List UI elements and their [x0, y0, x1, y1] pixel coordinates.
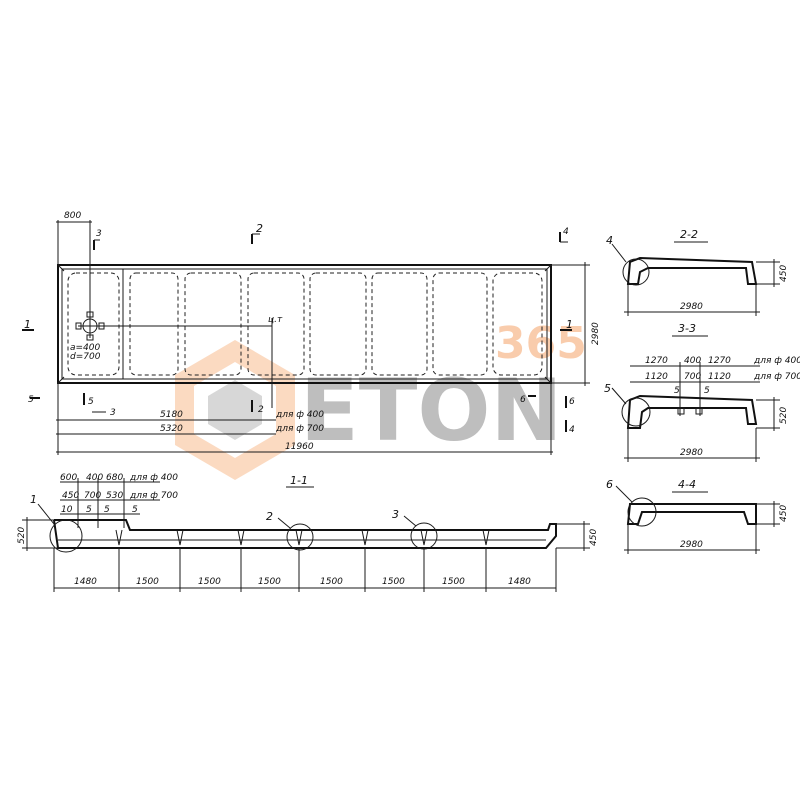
- callout-circle-4: [622, 258, 650, 286]
- mark-3-bottom: 3: [110, 408, 116, 418]
- plan-panels: [67, 272, 543, 376]
- sec33-width: 2980: [680, 448, 703, 458]
- callout-circle-6: [627, 497, 657, 527]
- dim-680: 680: [106, 473, 123, 483]
- dim-450: 450: [62, 491, 79, 501]
- watermark-number: 365: [495, 318, 587, 369]
- plan-inner-outline: [61, 268, 548, 380]
- callout-6: 6: [606, 478, 613, 491]
- section-4-4-profile: [626, 503, 757, 525]
- dim-1120-b: 1120: [708, 372, 731, 382]
- callout-circle-2: [286, 523, 314, 551]
- plan-outline: [57, 264, 552, 384]
- mark-3-top: 3: [96, 229, 102, 239]
- dim-700-33: 700: [684, 372, 701, 382]
- plan-note-700: для ф 700: [275, 424, 324, 434]
- center-mark: ц.т: [268, 315, 283, 325]
- dim-530: 530: [106, 491, 123, 501]
- section-1-1: 1-1 1 2 3 600 400 680 для ф 400: [17, 473, 599, 592]
- dim-5-a: 5: [86, 505, 92, 515]
- dim-5180: 5180: [160, 410, 183, 420]
- mark-2-bottom: 2: [258, 405, 264, 415]
- section-3-3-profile: [626, 394, 758, 429]
- dim-1270-b: 1270: [708, 356, 731, 366]
- hole-a-label: а=400: [70, 343, 101, 353]
- dim-1120-a: 1120: [645, 372, 668, 382]
- mark-4-top: 4: [563, 227, 569, 237]
- span-1: 1480: [74, 577, 97, 587]
- mark-4-bottom: 4: [569, 425, 575, 435]
- plan-hole: [75, 311, 272, 341]
- dim-5-33b: 5: [704, 386, 710, 396]
- callout-circle-5: [621, 397, 651, 427]
- span-ticks: [53, 548, 557, 592]
- sec11-note-700: для ф 700: [129, 491, 178, 501]
- callout-4: 4: [606, 234, 613, 247]
- dim-11960: 11960: [285, 442, 314, 452]
- mark-5-b: 5: [88, 397, 94, 407]
- callout-5: 5: [604, 382, 611, 395]
- sec11-left-height: 520: [17, 527, 27, 544]
- watermark-brand: ETON: [300, 361, 563, 461]
- section-4-4: 4-4 6 450 2980: [606, 478, 789, 554]
- section-3-3-title: 3-3: [678, 322, 696, 335]
- mark-1-right: 1: [566, 318, 573, 331]
- plan-height-2980: 2980: [591, 322, 601, 345]
- plan-note-400: для ф 400: [275, 410, 324, 420]
- sec33-note-700: для ф 700: [753, 372, 800, 382]
- hole-d-label: d=700: [70, 352, 101, 362]
- span-5: 1500: [320, 577, 343, 587]
- dim-1270-a: 1270: [645, 356, 668, 366]
- callout-1: 1: [30, 493, 37, 506]
- dim-400-33: 400: [684, 356, 701, 366]
- section-2-2: 2-2 4 450 2980: [606, 228, 789, 316]
- mark-5-left: 5: [28, 395, 34, 405]
- dim-5-c: 5: [132, 505, 138, 515]
- span-8: 1480: [508, 577, 531, 587]
- dim-5320: 5320: [160, 424, 183, 434]
- callout-2: 2: [266, 510, 273, 523]
- plan-view: а=400 d=700 ц.т 800 3 2 4 1 1 2980: [22, 211, 601, 455]
- mark-6-plan: 6: [520, 395, 526, 405]
- sec44-height: 450: [779, 505, 789, 522]
- dim-400: 400: [86, 473, 103, 483]
- dim-700: 700: [84, 491, 101, 501]
- sec11-right-height: 450: [589, 529, 599, 546]
- mark-1-left: 1: [24, 318, 31, 331]
- section-2-2-title: 2-2: [680, 228, 698, 241]
- dim-800: 800: [64, 211, 81, 221]
- callout-circle-1: [49, 519, 83, 553]
- dim-600: 600: [60, 473, 77, 483]
- section-1-1-ribs: [115, 529, 490, 546]
- span-7: 1500: [442, 577, 465, 587]
- dim-10: 10: [61, 505, 73, 515]
- section-4-4-title: 4-4: [678, 478, 696, 491]
- mark-6-right: 6: [569, 397, 575, 407]
- span-3: 1500: [198, 577, 221, 587]
- mark-2-top: 2: [256, 222, 263, 235]
- section-1-1-profile: [53, 519, 557, 549]
- sec22-width: 2980: [680, 302, 703, 312]
- span-2: 1500: [136, 577, 159, 587]
- span-4: 1500: [258, 577, 281, 587]
- dim-5-33a: 5: [674, 386, 680, 396]
- sec33-height: 520: [779, 407, 789, 424]
- section-2-2-profile: [626, 256, 758, 285]
- sec11-note-400: для ф 400: [129, 473, 178, 483]
- section-1-1-title: 1-1: [290, 474, 308, 487]
- span-6: 1500: [382, 577, 405, 587]
- sec44-width: 2980: [680, 540, 703, 550]
- callout-circle-3: [410, 522, 438, 550]
- sec22-height: 450: [779, 265, 789, 282]
- sec33-note-400: для ф 400: [753, 356, 800, 366]
- dim-5-b: 5: [104, 505, 110, 515]
- callout-3: 3: [392, 508, 399, 521]
- section-3-3: 3-3 1270 400 1270 для ф 400 1120 700 112…: [604, 322, 800, 462]
